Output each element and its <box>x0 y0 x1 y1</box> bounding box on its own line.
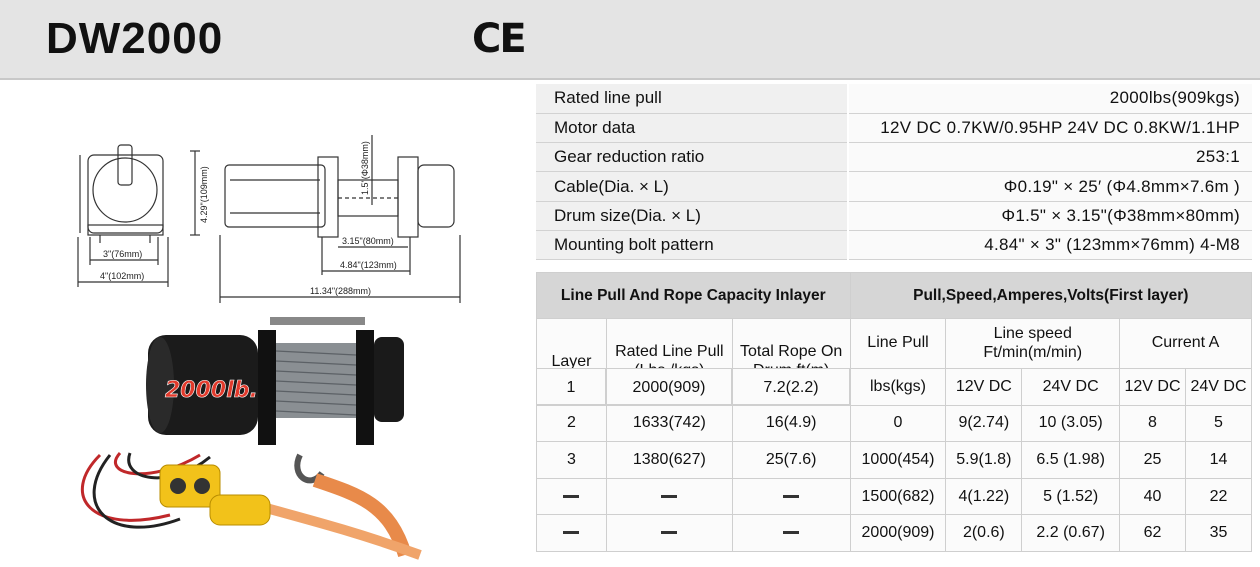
table-row: 2 1633(742) 16(4.9) 0 9(2.74) 10 (3.05) … <box>536 404 1253 443</box>
cell-speed-12v: 9(2.74) <box>945 404 1023 443</box>
spec-label: Drum size(Dia. × L) <box>536 201 849 231</box>
model-title: DW2000 <box>46 14 224 63</box>
spec-value: 253:1 <box>848 142 1252 173</box>
dim-drum-dia: 1.5"(Φ38mm) <box>360 141 370 195</box>
spec-label: Motor data <box>536 113 849 144</box>
dim-drum-len: 3.15"(80mm) <box>342 236 394 246</box>
dim-length: 11.34"(288mm) <box>310 286 371 296</box>
performance-table: Line Pull And Rope Capacity Inlayer Pull… <box>536 272 1253 552</box>
title-banner: DW2000 CE <box>0 0 1260 80</box>
spec-label: Gear reduction ratio <box>536 142 849 173</box>
cell-speed-24v: 10 (3.05) <box>1021 404 1121 443</box>
cell-rated-dash <box>605 514 733 552</box>
cell-current-12v: 25 <box>1119 441 1186 479</box>
cell-rope-dash <box>731 514 851 552</box>
table-row: 3 1380(627) 25(7.6) 1000(454) 5.9(1.8) 6… <box>536 441 1253 479</box>
dim-bolt: 4.84"(123mm) <box>340 260 397 270</box>
dim-4in: 4"(102mm) <box>100 271 144 281</box>
sub-header-speed-24v: 24V DC <box>1021 368 1121 406</box>
cell-layer: 3 <box>536 441 607 479</box>
cell-current-12v: 62 <box>1119 514 1186 552</box>
dim-height: 4.29"(109mm) <box>199 166 209 223</box>
cell-current-12v: 8 <box>1119 404 1186 443</box>
cell-current-12v: 40 <box>1119 477 1186 516</box>
cell-current-24v: 5 <box>1184 404 1253 443</box>
cell-rope: 25(7.6) <box>731 441 851 479</box>
cell-pull: 1500(682) <box>849 477 947 516</box>
cell-speed-24v: 2.2 (0.67) <box>1021 514 1121 552</box>
cell-speed-12v: 5.9(1.8) <box>945 441 1023 479</box>
technical-drawing: 3"(76mm) 4"(102mm) 4.29"(109mm) 1.5"(Φ38… <box>77 135 461 303</box>
sub-header-linepull: lbs(kgs) <box>849 368 947 406</box>
winch-photo: 2000lb. <box>80 317 422 560</box>
section-title-performance: Pull,Speed,Amperes,Volts(First layer) <box>849 272 1253 319</box>
first-layer-row: 1 2000(909) 7.2(2.2) <box>536 368 850 405</box>
ce-mark: CE <box>472 16 527 62</box>
cell-rope-dash <box>731 477 851 516</box>
spec-row: Drum size(Dia. × L)Φ1.5" × 3.15"(Φ38mm×8… <box>536 201 1252 231</box>
spec-value: 2000lbs(909kgs) <box>848 84 1252 114</box>
col-header-speed: Line speed Ft/min(m/min) <box>945 318 1121 369</box>
cell-speed-24v: 5 (1.52) <box>1021 477 1121 516</box>
cell-layer: 2 <box>536 404 607 443</box>
cell-rated: 1633(742) <box>605 404 733 443</box>
cell-speed-12v: 4(1.22) <box>945 477 1023 516</box>
cell-speed-24v: 6.5 (1.98) <box>1021 441 1121 479</box>
dim-3in: 3"(76mm) <box>103 249 142 259</box>
spec-label: Cable(Dia. × L) <box>536 171 849 202</box>
spec-label: Rated line pull <box>536 84 849 114</box>
winch-label: 2000lb. <box>165 378 258 403</box>
spec-value: Φ0.19" × 25′ (Φ4.8mm×7.6m ) <box>848 171 1252 202</box>
cell-pull: 0 <box>849 404 947 443</box>
spec-value: Φ1.5" × 3.15"(Φ38mm×80mm) <box>848 201 1252 231</box>
cell-layer-dash <box>536 477 607 516</box>
sub-header-current-12v: 12V DC <box>1119 368 1186 406</box>
cell-layer-dash <box>536 514 607 552</box>
cell-rope: 16(4.9) <box>731 404 851 443</box>
col-header-current: Current A <box>1119 318 1252 369</box>
cell-current-24v: 22 <box>1184 477 1253 516</box>
table-row: 2000(909) 2(0.6) 2.2 (0.67) 62 35 <box>536 514 1253 552</box>
table-row: 1500(682) 4(1.22) 5 (1.52) 40 22 <box>536 477 1253 516</box>
section-title-capacity: Line Pull And Rope Capacity Inlayer <box>536 272 851 319</box>
sub-header-speed-12v: 12V DC <box>945 368 1023 406</box>
spec-value: 12V DC 0.7KW/0.95HP 24V DC 0.8KW/1.1HP <box>848 113 1252 144</box>
cell-rope: 7.2(2.2) <box>732 368 850 405</box>
cell-rated-dash <box>605 477 733 516</box>
cell-pull: 1000(454) <box>849 441 947 479</box>
cell-rated: 1380(627) <box>605 441 733 479</box>
cell-speed-12v: 2(0.6) <box>945 514 1023 552</box>
cell-current-24v: 14 <box>1184 441 1253 479</box>
sub-header-current-24v: 24V DC <box>1184 368 1253 406</box>
spec-value: 4.84" × 3" (123mm×76mm) 4-M8 <box>848 230 1252 261</box>
col-header-linepull: Line Pull <box>849 318 947 369</box>
cell-pull: 2000(909) <box>849 514 947 552</box>
cell-current-24v: 35 <box>1184 514 1253 552</box>
cell-layer: 1 <box>536 368 606 405</box>
spec-label: Mounting bolt pattern <box>536 230 849 261</box>
cell-rated: 2000(909) <box>606 368 732 405</box>
spec-row: Cable(Dia. × L)Φ0.19" × 25′ (Φ4.8mm×7.6m… <box>536 171 1252 202</box>
